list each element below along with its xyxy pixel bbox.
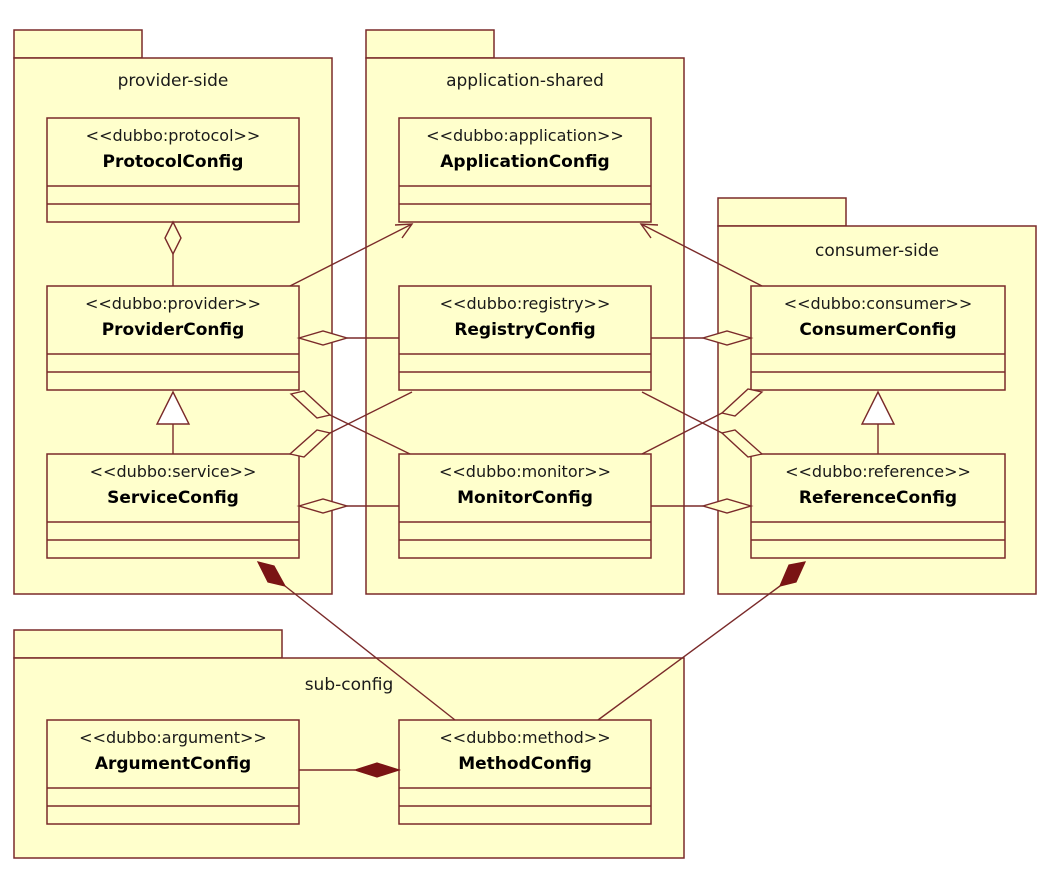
class-name: ConsumerConfig — [799, 320, 956, 340]
class-service-config[interactable]: <<dubbo:service>> ServiceConfig — [46, 453, 300, 559]
rel-monitor-consumer-aggregation — [641, 388, 764, 455]
relationship-line — [284, 585, 456, 721]
generalization-triangle — [860, 390, 896, 425]
package-label: application-shared — [446, 71, 604, 91]
class-name: RegistryConfig — [454, 320, 595, 340]
rel-registry-consumer-aggregation — [651, 330, 754, 346]
arrow-head — [639, 223, 659, 239]
class-provider-config[interactable]: <<dubbo:provider>> ProviderConfig — [46, 285, 300, 391]
class-stereotype: <<dubbo:monitor>> — [439, 462, 611, 481]
relationship-line — [641, 412, 723, 455]
aggregation-diamond — [720, 388, 764, 417]
rel-monitor-provider-aggregation — [289, 390, 411, 455]
class-application-config[interactable]: <<dubbo:application>> ApplicationConfig — [398, 117, 652, 223]
composition-diamond — [778, 561, 807, 587]
class-argument-config[interactable]: <<dubbo:argument>> ArgumentConfig — [46, 719, 300, 825]
package-tab — [13, 29, 143, 59]
class-name: MethodConfig — [458, 754, 592, 774]
class-name: ProtocolConfig — [103, 152, 244, 172]
relationship-line — [329, 391, 413, 434]
class-stereotype: <<dubbo:service>> — [90, 462, 257, 481]
class-stereotype: <<dubbo:application>> — [426, 126, 624, 145]
aggregation-diamond — [164, 220, 182, 256]
rel-registry-reference-aggregation — [641, 391, 764, 458]
rel-registry-service-aggregation — [288, 391, 413, 458]
aggregation-diamond — [289, 390, 332, 419]
rel-method-service-composition — [256, 561, 456, 721]
aggregation-diamond — [700, 498, 754, 514]
class-name: ServiceConfig — [107, 488, 239, 508]
class-protocol-config[interactable]: <<dubbo:protocol>> ProtocolConfig — [46, 117, 300, 223]
class-stereotype: <<dubbo:reference>> — [785, 462, 971, 481]
package-tab — [13, 629, 283, 659]
package-label: sub-config — [305, 675, 394, 695]
rel-reference-consumer-generalization — [860, 390, 896, 454]
class-name: ArgumentConfig — [95, 754, 251, 774]
aggregation-diamond — [700, 330, 754, 346]
class-stereotype: <<dubbo:consumer>> — [784, 294, 973, 313]
class-stereotype: <<dubbo:registry>> — [440, 294, 611, 313]
rel-argument-method-composition — [299, 762, 401, 778]
aggregation-diamond — [288, 429, 332, 458]
class-consumer-config[interactable]: <<dubbo:consumer>> ConsumerConfig — [750, 285, 1006, 391]
class-registry-config[interactable]: <<dubbo:registry>> RegistryConfig — [398, 285, 652, 391]
aggregation-diamond — [296, 330, 350, 346]
class-stereotype: <<dubbo:method>> — [439, 728, 610, 747]
class-name: ReferenceConfig — [799, 488, 957, 508]
composition-diamond — [353, 762, 401, 778]
package-tab — [717, 197, 847, 227]
composition-diamond — [256, 561, 287, 587]
class-name: ApplicationConfig — [440, 152, 609, 172]
class-name: MonitorConfig — [457, 488, 593, 508]
relationship-line — [597, 585, 781, 721]
package-label: consumer-side — [815, 241, 939, 261]
package-label: provider-side — [118, 71, 229, 91]
class-stereotype: <<dubbo:provider>> — [85, 294, 261, 313]
rel-provider-protocol-aggregation — [164, 220, 182, 286]
rel-consumer-application — [639, 223, 763, 287]
class-stereotype: <<dubbo:protocol>> — [86, 126, 261, 145]
generalization-triangle — [155, 390, 191, 425]
rel-provider-application — [289, 223, 414, 287]
class-method-config[interactable]: <<dubbo:method>> MethodConfig — [398, 719, 652, 825]
rel-registry-provider-aggregation — [296, 330, 399, 346]
rel-monitor-reference-aggregation — [651, 498, 754, 514]
aggregation-diamond — [296, 498, 350, 514]
aggregation-diamond — [720, 429, 764, 458]
relationship-line — [640, 223, 763, 287]
class-reference-config[interactable]: <<dubbo:reference>> ReferenceConfig — [750, 453, 1006, 559]
package-tab — [365, 29, 495, 59]
class-monitor-config[interactable]: <<dubbo:monitor>> MonitorConfig — [398, 453, 652, 559]
class-stereotype: <<dubbo:argument>> — [79, 728, 267, 747]
rel-method-reference-composition — [597, 561, 807, 721]
class-name: ProviderConfig — [102, 320, 245, 340]
rel-monitor-service-aggregation — [296, 498, 399, 514]
relationship-line — [289, 223, 413, 287]
rel-service-provider-generalization — [155, 390, 191, 454]
relationship-line — [329, 414, 411, 455]
arrow-head — [394, 223, 414, 239]
relationship-line — [641, 391, 723, 434]
